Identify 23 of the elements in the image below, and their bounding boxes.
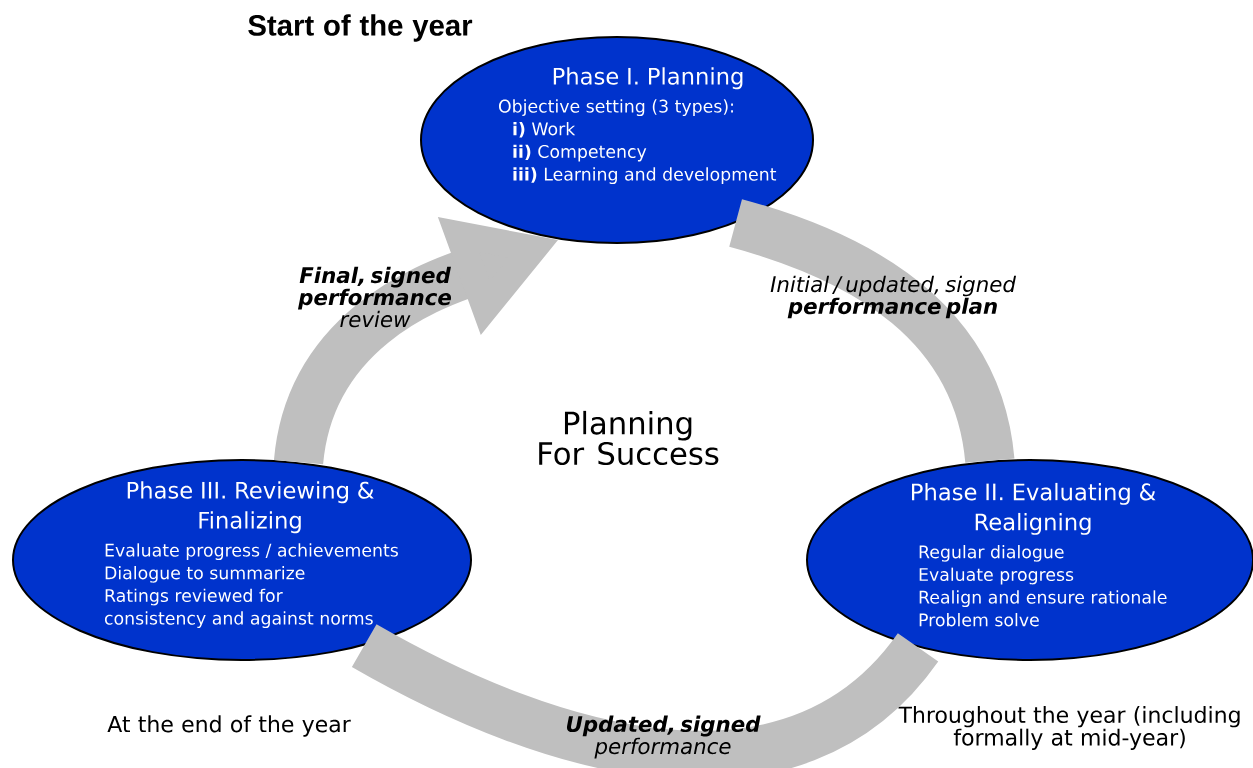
phase-heading: Phase I. Planning <box>553 67 743 90</box>
timing-note: At the end of the year <box>107 715 351 737</box>
phase-ellipse <box>806 459 1253 661</box>
body-text: Regular dialogue <box>919 545 1064 562</box>
body-text: Objective setting (3 types): <box>499 99 733 117</box>
list-item: i) Work <box>513 121 576 138</box>
edge-label: Updated, signed performance <box>566 715 761 759</box>
body-text: Realign and ensure rationale <box>919 590 1167 608</box>
timing-note: Throughout the year (including formally at mid-year) <box>898 706 1240 750</box>
body-text: Evaluate progress <box>919 567 1074 585</box>
body-text: Ratings reviewed for consistency and against norms <box>104 588 373 629</box>
body-text: Evaluate progress / achievements <box>105 543 398 561</box>
phase-heading: Phase III. Reviewing & Finalizing <box>127 481 374 534</box>
edge-label: Final, signed performance review <box>297 266 451 328</box>
phase-heading: Phase II. Evaluating & Realigning <box>912 482 1156 535</box>
edge-label: Initial / updated, signed performance plan <box>770 275 1017 319</box>
list-item: iii) Learning and development <box>513 167 777 185</box>
body-text: Dialogue to summarize <box>105 565 305 583</box>
center-title: Planning For Success <box>539 410 719 466</box>
list-item: ii) Competency <box>513 144 647 162</box>
body-text: Problem solve <box>919 613 1039 627</box>
heading: Start of the year <box>248 14 473 42</box>
phase-ellipse <box>12 459 472 661</box>
